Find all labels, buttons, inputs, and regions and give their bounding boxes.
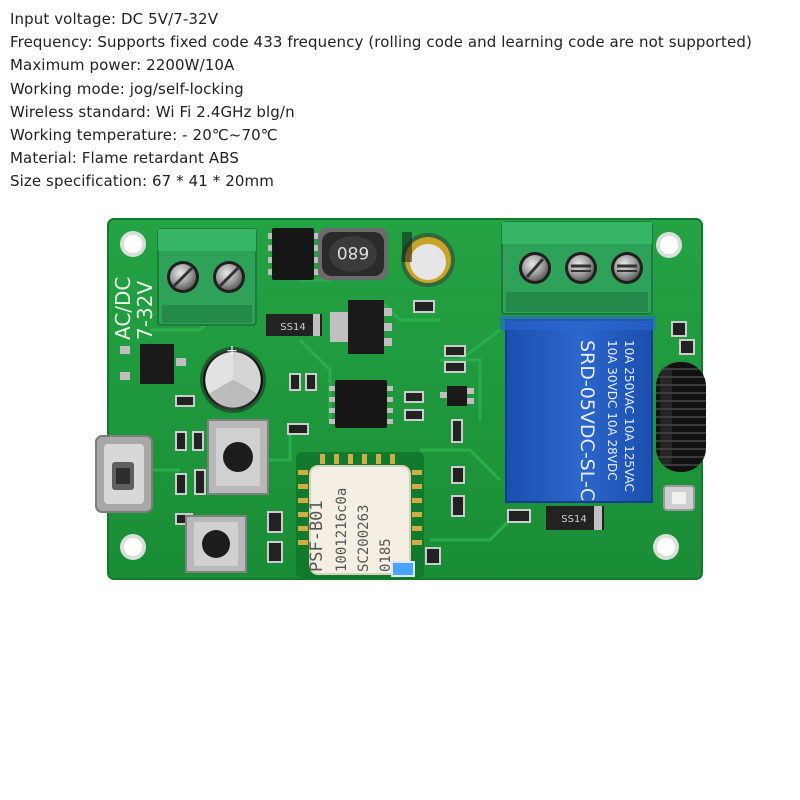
input-terminal-block <box>157 228 257 326</box>
smd-component <box>267 511 283 563</box>
antenna-coil <box>656 362 706 472</box>
screw <box>213 261 245 293</box>
electrolytic-capacitor <box>401 232 455 287</box>
transistor <box>120 344 186 384</box>
svg-text:SS14: SS14 <box>561 514 586 525</box>
svg-text:0185: 0185 <box>378 538 394 572</box>
push-button[interactable] <box>207 419 269 495</box>
transistor <box>440 386 474 406</box>
push-button[interactable] <box>185 515 247 573</box>
diode-ss14: SS14 <box>266 314 322 336</box>
input-voltage-silkscreen: AC/DC 7-32V <box>111 277 157 340</box>
spec-wireless-standard: Wireless standard: Wi Fi 2.4GHz blg/n <box>10 102 295 121</box>
svg-text:SS14: SS14 <box>280 322 305 333</box>
screw <box>519 252 551 284</box>
mounting-hole <box>653 534 679 560</box>
smd-component <box>413 300 435 313</box>
diode-ss14: SS14 <box>546 506 604 530</box>
svg-text:AC/DC: AC/DC <box>111 277 135 340</box>
mounting-hole <box>120 231 146 257</box>
smd-component <box>444 345 466 357</box>
smd-component <box>175 469 206 495</box>
spec-material: Material: Flame retardant ABS <box>10 149 239 168</box>
relay: 10A 250VAC 10A 125VAC 10A 30VDC 10A 28VD… <box>500 316 656 503</box>
screw <box>611 252 643 284</box>
smd-component <box>451 419 463 443</box>
inductor: 680 <box>318 228 388 280</box>
crystal <box>663 485 695 511</box>
svg-text:SC200263: SC200263 <box>356 505 372 572</box>
spec-working-temperature: Working temperature: - 20℃~70℃ <box>10 126 278 145</box>
spec-list: Input voltage: DC 5V/7-32V Frequency: Su… <box>10 8 752 194</box>
svg-text:680: 680 <box>337 242 369 262</box>
smd-component <box>404 391 424 421</box>
smd-component <box>391 561 415 577</box>
spec-size: Size specification: 67 * 41 * 20mm <box>10 172 274 191</box>
svg-text:10A 30VDC 10A 28VDC: 10A 30VDC 10A 28VDC <box>605 340 619 481</box>
spec-working-mode: Working mode: jog/self-locking <box>10 79 244 98</box>
smd-component <box>175 431 204 451</box>
smd-component <box>671 321 695 355</box>
voltage-regulator <box>330 300 392 354</box>
mounting-hole <box>656 232 682 258</box>
screw <box>565 252 597 284</box>
svg-text:SRD-05VDC-SL-C: SRD-05VDC-SL-C <box>576 340 598 501</box>
svg-text:+: + <box>226 343 238 359</box>
electrolytic-capacitor: + <box>200 343 266 413</box>
smd-component <box>444 361 466 373</box>
smd-component <box>425 547 441 565</box>
smd-component <box>175 395 195 407</box>
spec-maximum-power: Maximum power: 2200W/10A <box>10 56 235 75</box>
spec-frequency: Frequency: Supports fixed code 433 frequ… <box>10 33 752 52</box>
output-terminal-block <box>501 221 653 315</box>
smd-component <box>507 509 531 523</box>
ic-chip <box>268 228 319 280</box>
smd-component <box>287 423 309 435</box>
svg-text:PSF-B01: PSF-B01 <box>307 500 327 572</box>
smd-component <box>451 466 465 517</box>
mounting-hole <box>120 534 146 560</box>
micro-usb-port[interactable] <box>95 435 153 513</box>
smd-component <box>289 373 317 391</box>
svg-text:10A 250VAC 10A 125VAC: 10A 250VAC 10A 125VAC <box>622 340 636 492</box>
screw <box>167 261 199 293</box>
ic-chip <box>329 380 393 428</box>
wifi-module: PSF-B01 1001216c0a SC200263 0185 <box>296 452 424 578</box>
spec-input-voltage: Input voltage: DC 5V/7-32V <box>10 10 219 28</box>
svg-text:1001216c0a: 1001216c0a <box>334 488 350 572</box>
svg-text:7-32V: 7-32V <box>133 281 157 340</box>
